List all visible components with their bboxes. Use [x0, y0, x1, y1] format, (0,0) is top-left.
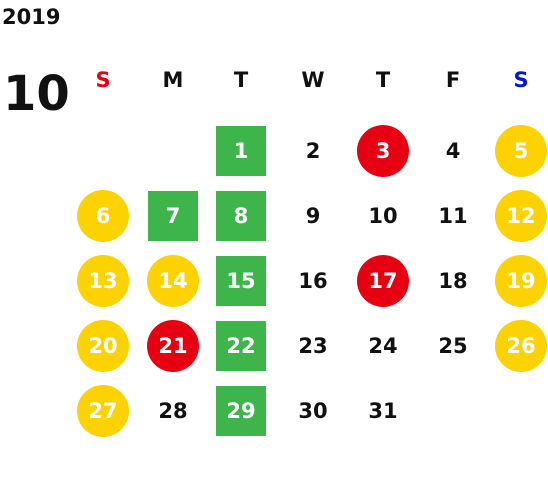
day-cell[interactable]: 19	[491, 254, 548, 308]
day-number: 28	[158, 398, 188, 423]
weekday-label-monday: M	[162, 68, 184, 92]
day-number: 19	[506, 268, 536, 293]
day-cell[interactable]: 27	[73, 384, 133, 438]
day-number: 29	[226, 398, 256, 423]
event-square-green	[216, 386, 266, 436]
day-cell[interactable]: 15	[211, 254, 271, 308]
day-number: 23	[298, 333, 328, 358]
day-number: 8	[233, 203, 249, 228]
day-number: 27	[88, 398, 118, 423]
day-cell[interactable]: 9	[283, 189, 343, 243]
event-square-green	[216, 191, 266, 241]
day-number: 14	[158, 268, 188, 293]
day-number: 10	[368, 203, 398, 228]
day-cell[interactable]: 14	[143, 254, 203, 308]
day-number: 24	[368, 333, 398, 358]
weekday-label-thursday: T	[375, 68, 391, 92]
day-number: 31	[368, 398, 398, 423]
day-number: 16	[298, 268, 328, 293]
day-cell[interactable]: 7	[143, 189, 203, 243]
day-cell[interactable]: 10	[353, 189, 413, 243]
day-number: 9	[305, 203, 321, 228]
day-cell[interactable]: 25	[423, 319, 483, 373]
day-cell[interactable]: 3	[353, 124, 413, 178]
day-cell[interactable]: 6	[73, 189, 133, 243]
holiday-circle-yellow	[147, 255, 199, 307]
holiday-circle-yellow	[77, 255, 129, 307]
day-cell[interactable]: 12	[491, 189, 548, 243]
weekday-label-sunday: S	[95, 68, 111, 92]
holiday-circle-yellow	[495, 320, 547, 372]
day-cell[interactable]: 13	[73, 254, 133, 308]
day-number: 20	[88, 333, 118, 358]
holiday-circle-yellow	[77, 385, 129, 437]
holiday-circle-red	[357, 255, 409, 307]
day-cell[interactable]: 8	[211, 189, 271, 243]
day-number: 22	[226, 333, 256, 358]
day-number: 1	[233, 138, 249, 163]
day-number: 11	[438, 203, 468, 228]
day-number: 15	[226, 268, 256, 293]
day-cell[interactable]: 11	[423, 189, 483, 243]
day-cell[interactable]: 22	[211, 319, 271, 373]
day-number: 5	[513, 138, 529, 163]
weekday-label-tuesday: T	[233, 68, 249, 92]
holiday-circle-yellow	[77, 190, 129, 242]
holiday-circle-yellow	[77, 320, 129, 372]
year-label: 2019	[2, 5, 61, 29]
day-number: 7	[165, 203, 181, 228]
day-cell[interactable]: 23	[283, 319, 343, 373]
day-cell[interactable]: 16	[283, 254, 343, 308]
day-number: 30	[298, 398, 328, 423]
day-cell[interactable]: 1	[211, 124, 271, 178]
holiday-circle-yellow	[495, 255, 547, 307]
day-cell[interactable]: 28	[143, 384, 203, 438]
weekday-label-wednesday: W	[301, 68, 325, 92]
day-cell[interactable]: 18	[423, 254, 483, 308]
day-number: 4	[445, 138, 461, 163]
day-number: 13	[88, 268, 118, 293]
day-number: 3	[375, 138, 391, 163]
day-cell[interactable]: 20	[73, 319, 133, 373]
day-cell[interactable]: 29	[211, 384, 271, 438]
day-cell[interactable]: 21	[143, 319, 203, 373]
day-cell[interactable]: 4	[423, 124, 483, 178]
weekday-label-friday: F	[445, 68, 461, 92]
day-cell[interactable]: 30	[283, 384, 343, 438]
day-number: 21	[158, 333, 188, 358]
day-cell[interactable]: 24	[353, 319, 413, 373]
day-cell[interactable]: 5	[491, 124, 548, 178]
day-number: 2	[305, 138, 321, 163]
day-number: 26	[506, 333, 536, 358]
day-number: 17	[368, 268, 398, 293]
event-square-green	[216, 321, 266, 371]
weekday-label-saturday: S	[513, 68, 529, 92]
holiday-circle-red	[357, 125, 409, 177]
holiday-circle-yellow	[495, 125, 547, 177]
holiday-circle-red	[147, 320, 199, 372]
month-label: 10	[3, 66, 70, 122]
event-square-green	[216, 256, 266, 306]
day-number: 6	[95, 203, 111, 228]
day-number: 25	[438, 333, 468, 358]
day-cell[interactable]: 31	[353, 384, 413, 438]
day-cell[interactable]: 26	[491, 319, 548, 373]
holiday-circle-yellow	[495, 190, 547, 242]
day-number: 18	[438, 268, 468, 293]
event-square-green	[148, 191, 198, 241]
event-square-green	[216, 126, 266, 176]
day-cell[interactable]: 2	[283, 124, 343, 178]
day-number: 12	[506, 203, 536, 228]
day-cell[interactable]: 17	[353, 254, 413, 308]
